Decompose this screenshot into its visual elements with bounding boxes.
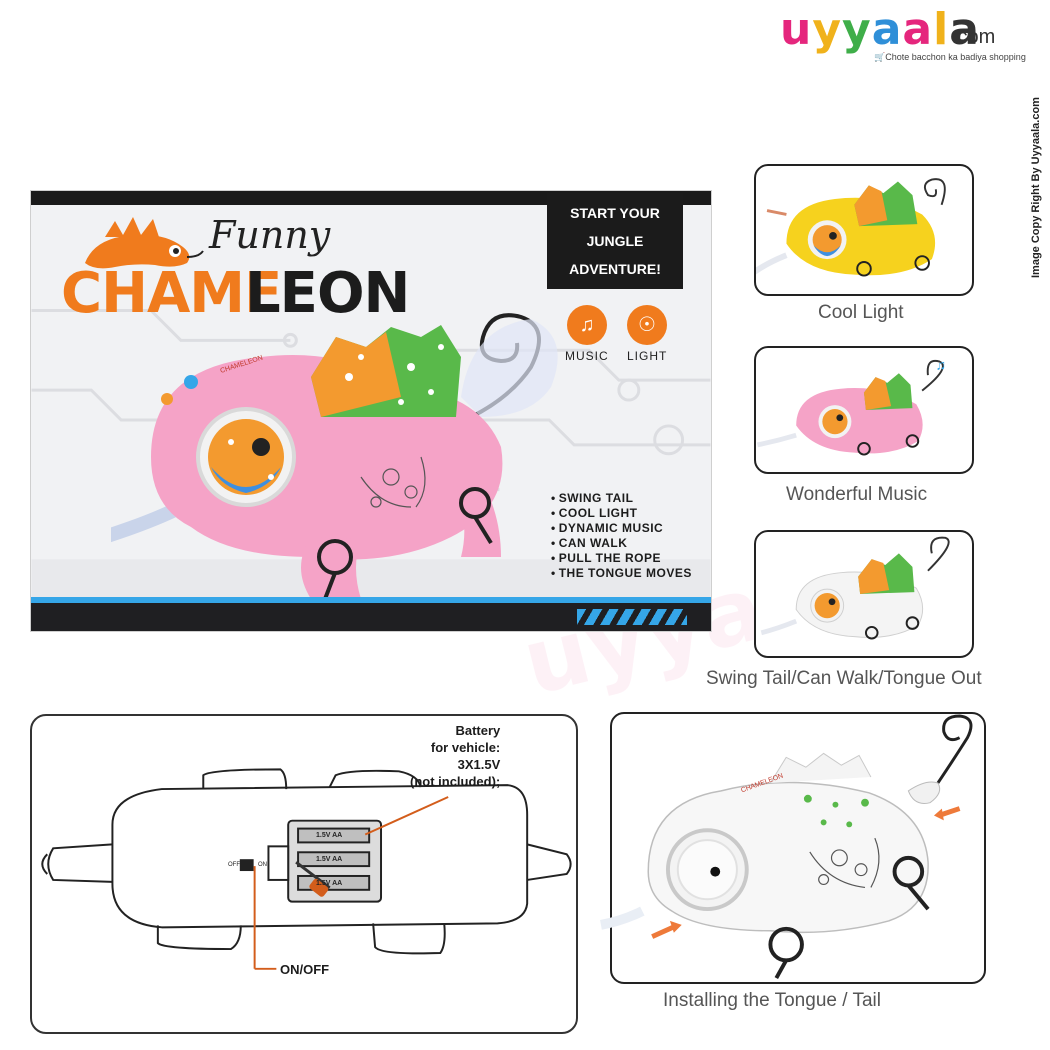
feature-list: SWING TAIL COOL LIGHT DYNAMIC MUSIC CAN …	[551, 491, 692, 581]
product-box-image: Funny CHAME LEON START YOUR JUNGLE ADVEN…	[30, 190, 712, 632]
white-chameleon-install	[600, 714, 973, 980]
caption-cool-light: Cool Light	[818, 302, 904, 323]
battery-diagram: Battery for vehicle: 3X1.5V (not include…	[30, 714, 578, 1034]
box-top-strip	[31, 191, 711, 205]
feature-item: COOL LIGHT	[551, 506, 692, 521]
brand-logo[interactable]: uyyaala .com 🛒Chote bacchon ka badiya sh…	[780, 4, 1040, 66]
feature-item: SWING TAIL	[551, 491, 692, 506]
box-blue-line	[31, 597, 711, 603]
brand-tagline: 🛒Chote bacchon ka badiya shopping	[874, 52, 1026, 62]
logo-script-text: Funny	[209, 213, 331, 257]
slogan-banner: START YOUR JUNGLE ADVENTURE!	[547, 193, 683, 289]
onoff-label: ON/OFF	[280, 962, 330, 977]
caption-install: Installing the Tongue / Tail	[663, 990, 881, 1011]
battery-outline-drawing	[41, 768, 572, 970]
thumbnail-wonderful-music[interactable]: ♫	[754, 346, 974, 474]
yellow-chameleon-image	[756, 178, 946, 277]
music-note-icon: ♫	[936, 357, 946, 372]
caption-wonderful-music: Wonderful Music	[786, 484, 928, 505]
logo-title-part1: CHAME	[61, 261, 282, 326]
brand-wordmark: uyyaala	[780, 4, 980, 55]
feature-item: CAN WALK	[551, 536, 692, 551]
music-label: MUSIC	[565, 349, 609, 363]
feature-item: PULL THE ROPE	[551, 551, 692, 566]
switch-off-label: OFF	[228, 862, 240, 868]
pink-chameleon-music-image: ♫	[756, 357, 946, 456]
logo-title-part2: LEON	[245, 261, 410, 326]
copyright-credit: Image Copy Right By Uyyaala.com	[1030, 97, 1042, 278]
brand-domain: .com	[952, 26, 996, 48]
light-label: LIGHT	[627, 349, 668, 363]
music-note-icon: ♫	[567, 305, 607, 345]
light-bulb-icon: ☉	[627, 305, 667, 345]
switch-on-label: ON	[258, 862, 267, 868]
cart-icon: 🛒	[874, 52, 886, 62]
caption-swing-tail: Swing Tail/Can Walk/Tongue Out	[706, 668, 982, 689]
battery-info-label: Battery for vehicle: 3X1.5V (not include…	[410, 723, 501, 789]
installation-image[interactable]: CHAMELEON	[600, 712, 986, 984]
battery-cell-label: 1.5V AA	[316, 880, 343, 887]
thumbnail-cool-light[interactable]	[754, 164, 974, 296]
battery-cell-label: 1.5V AA	[316, 832, 343, 839]
feature-item: DYNAMIC MUSIC	[551, 521, 692, 536]
feature-item: THE TONGUE MOVES	[551, 566, 692, 581]
pink-chameleon-toy: CHAMELEON	[111, 313, 558, 600]
lizard-logo-icon	[85, 217, 204, 269]
box-stripes	[577, 609, 687, 625]
white-chameleon-image	[760, 536, 950, 640]
battery-cell-label: 1.5V AA	[316, 856, 343, 863]
thumbnail-swing-tail[interactable]	[754, 530, 974, 658]
